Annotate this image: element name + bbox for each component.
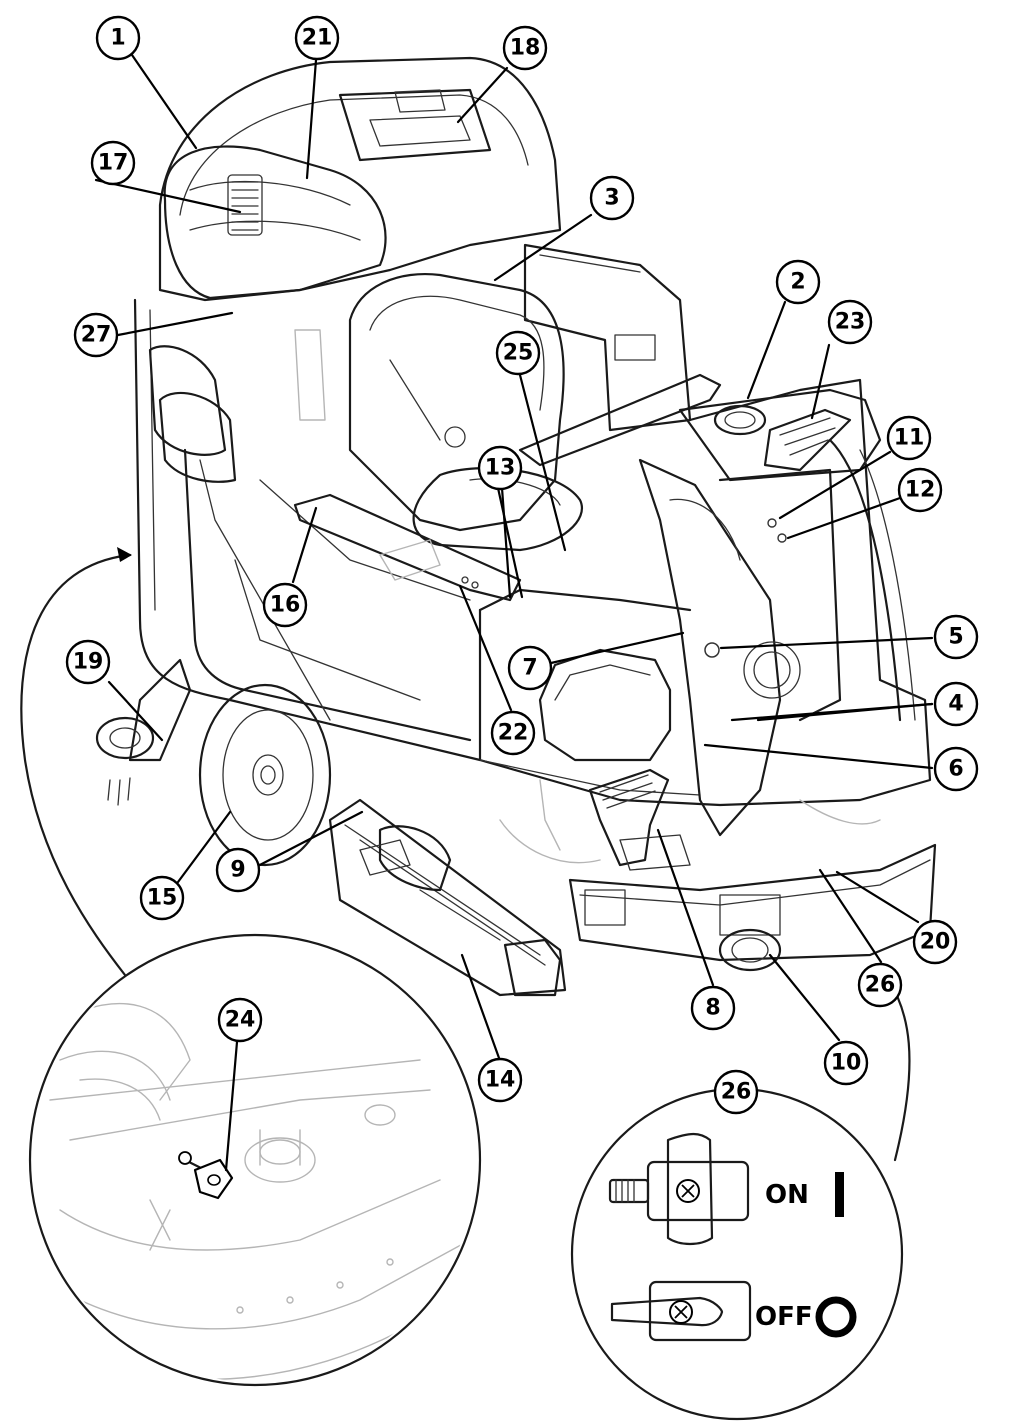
svg-text:21: 21 <box>302 26 333 51</box>
svg-text:16: 16 <box>270 593 301 618</box>
callout-25: 25 <box>495 330 541 376</box>
callout-17: 17 <box>90 140 136 186</box>
callout-5: 5 <box>933 614 979 660</box>
svg-text:5: 5 <box>948 625 963 650</box>
svg-text:3: 3 <box>604 186 619 211</box>
svg-text:27: 27 <box>81 323 112 348</box>
callout-23: 23 <box>827 299 873 345</box>
callout-1: 1 <box>95 15 141 61</box>
keypad <box>763 408 852 472</box>
svg-text:10: 10 <box>831 1051 862 1076</box>
svg-text:8: 8 <box>705 996 720 1021</box>
svg-text:22: 22 <box>498 721 529 746</box>
svg-text:12: 12 <box>905 478 936 503</box>
machine-illustration <box>20 56 937 1162</box>
svg-text:11: 11 <box>894 426 925 451</box>
callout-4: 4 <box>933 681 979 727</box>
svg-text:4: 4 <box>948 692 963 717</box>
callout-2: 2 <box>775 259 821 305</box>
callout-18: 18 <box>502 25 548 71</box>
svg-text:1: 1 <box>110 26 125 51</box>
valve-on-label: ON <box>765 1180 809 1210</box>
callout-16: 16 <box>262 582 308 628</box>
rear-wheel <box>198 683 332 867</box>
svg-text:2: 2 <box>790 270 805 295</box>
callout-9: 9 <box>215 847 261 893</box>
svg-text:9: 9 <box>230 858 245 883</box>
callout-26: 26 <box>857 962 903 1008</box>
squeegee <box>95 658 192 806</box>
callout-15: 15 <box>139 875 185 921</box>
svg-text:15: 15 <box>147 886 178 911</box>
svg-text:13: 13 <box>485 456 516 481</box>
callout-22: 22 <box>490 710 536 756</box>
svg-text:19: 19 <box>73 650 104 675</box>
detail-view-brush-knob <box>28 933 482 1387</box>
valve-on <box>608 1132 844 1246</box>
svg-text:26: 26 <box>721 1080 752 1105</box>
filter-coil <box>227 174 263 236</box>
valve-off <box>610 1280 857 1342</box>
callout-10: 10 <box>823 1040 869 1086</box>
callout-19: 19 <box>65 639 111 685</box>
svg-text:25: 25 <box>503 341 534 366</box>
callout-6: 6 <box>933 746 979 792</box>
svg-text:23: 23 <box>835 310 866 335</box>
callout-11: 11 <box>886 415 932 461</box>
svg-text:26: 26 <box>865 973 896 998</box>
callout-20: 20 <box>912 919 958 965</box>
valve-off-label: OFF <box>755 1302 813 1332</box>
svg-text:18: 18 <box>510 36 541 61</box>
leader-lines <box>94 53 934 1172</box>
callout-13: 13 <box>477 445 523 491</box>
callout-26-detail: 26 <box>713 1069 759 1115</box>
callout-27: 27 <box>73 312 119 358</box>
callout-21: 21 <box>294 15 340 61</box>
callout-12: 12 <box>897 467 943 513</box>
svg-text:7: 7 <box>522 656 537 681</box>
svg-text:20: 20 <box>920 930 951 955</box>
svg-text:6: 6 <box>948 757 963 782</box>
brush-deck <box>328 798 567 997</box>
svg-text:17: 17 <box>98 151 129 176</box>
detail-view-water-valve: ON OFF <box>570 1087 904 1421</box>
callout-14: 14 <box>477 1057 523 1103</box>
callout-8: 8 <box>690 985 736 1031</box>
callout-7: 7 <box>507 645 553 691</box>
callout-3: 3 <box>589 175 635 221</box>
callout-24: 24 <box>217 997 263 1043</box>
svg-text:14: 14 <box>485 1068 516 1093</box>
svg-text:24: 24 <box>225 1008 256 1033</box>
